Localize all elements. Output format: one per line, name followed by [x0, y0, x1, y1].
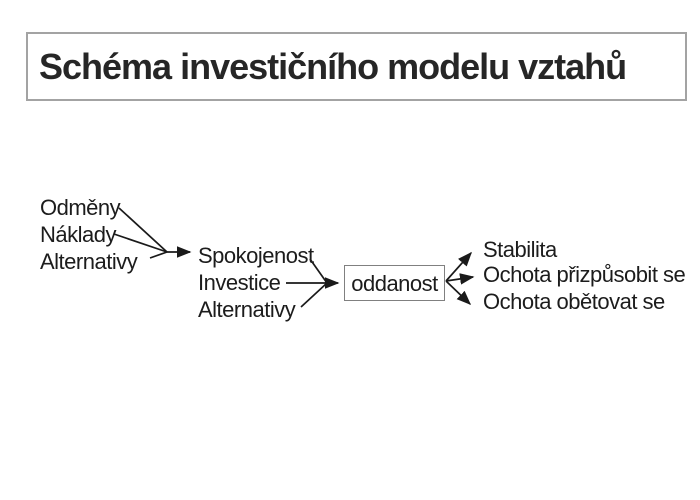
- slide-title: Schéma investičního modelu vztahů: [39, 45, 627, 87]
- outcome-stabilita: Stabilita: [483, 237, 557, 262]
- outcome-ochota-prizpusobit: Ochota přizpůsobit se: [483, 262, 686, 287]
- outcome-ochota-obetovat: Ochota obětovat se: [483, 289, 665, 314]
- factor-naklady: Náklady: [40, 222, 116, 247]
- factor-spokojenost: Spokojenost: [198, 243, 314, 268]
- arrow-to-stabilita: [445, 251, 472, 282]
- node-oddanost-label: oddanost: [351, 270, 438, 296]
- connector-alternativy-left: [149, 251, 168, 259]
- title-box: Schéma investičního modelu vztahů: [26, 32, 687, 101]
- factor-odmeny: Odměny: [40, 195, 121, 220]
- arrow-to-ochota-prizpusobit: [445, 273, 475, 285]
- factor-alternativy-mid: Alternativy: [198, 297, 296, 322]
- factor-alternativy-left: Alternativy: [40, 249, 138, 274]
- arrow-to-ochota-obetovat: [445, 280, 472, 305]
- connector-alternativy-mid: [300, 282, 328, 308]
- connector-odmeny: [118, 207, 168, 253]
- factor-investice: Investice: [198, 270, 281, 295]
- node-oddanost: oddanost: [344, 265, 445, 301]
